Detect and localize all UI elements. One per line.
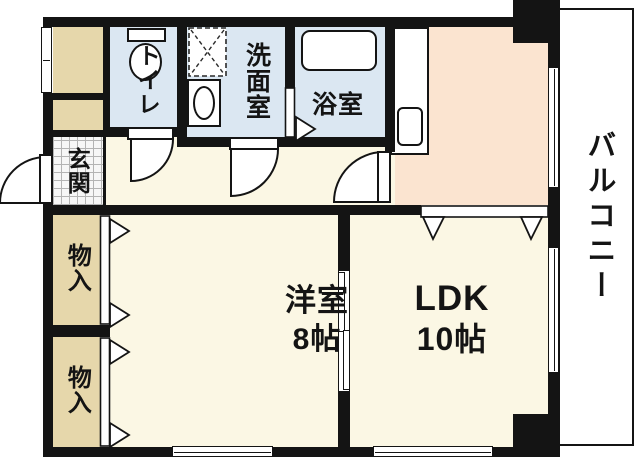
washing-machine-pan-cross: [190, 29, 225, 75]
bathroom-label: 浴室: [312, 91, 365, 119]
wall-pillar-bottom-right: [513, 414, 560, 457]
storage-door-arrow-icon: [109, 421, 131, 449]
wall-between-storages: [53, 325, 110, 337]
toilet-door-icon: [130, 138, 175, 183]
closet-top-left: [53, 27, 103, 93]
wall-bathroom-right: [385, 27, 395, 152]
wall-outer-left-a: [43, 17, 53, 27]
wall-closet-a-bottom: [53, 93, 103, 100]
sliding-door-panel-lower: [343, 330, 350, 390]
closet-top-left-lower: [53, 100, 103, 130]
ldk-floor: [350, 215, 548, 447]
storage-top-floor: [53, 215, 100, 325]
washbasin-bowl-icon: [193, 86, 215, 120]
western-room-floor: [110, 215, 338, 447]
wall-outer-top: [43, 17, 517, 27]
ldk-label: LDK 10帖: [397, 279, 507, 357]
bathroom-door-arrow-icon: [295, 115, 317, 143]
entrance-label: 玄関: [64, 147, 91, 195]
storage-door-arrow-icon: [109, 301, 131, 329]
storage-top-door-leaf: [99, 215, 111, 325]
washroom-door-icon: [230, 148, 280, 198]
washing-machine-pan-icon: [188, 27, 227, 77]
entrance-door-leaf: [39, 154, 53, 204]
window-ldk-bottom: [373, 446, 493, 457]
wall-western-ldk-a: [338, 215, 350, 270]
ldk-size: 10帖: [416, 320, 488, 357]
bathroom-door-leaf: [284, 87, 296, 138]
wall-outer-right-b: [548, 188, 560, 247]
sliding-door-western-ldk: [338, 270, 350, 392]
western-room-name: 洋室: [285, 283, 349, 318]
window-left-wall: [41, 27, 52, 93]
western-room-size: 8帖: [292, 323, 342, 357]
entrance-step-edge: [103, 137, 106, 205]
storage-bottom-label: 物入: [63, 365, 91, 415]
toilet-bowl-icon: [129, 43, 162, 81]
kitchen-door-icon: [332, 150, 385, 203]
washroom-door-leaf: [229, 137, 279, 150]
window-western-room-bottom: [172, 446, 273, 457]
ldk-opening-arrow-icon: [421, 216, 446, 242]
wall-outer-left-b: [43, 93, 53, 155]
wall-outer-right-a: [548, 17, 560, 67]
window-ldk-balcony: [548, 247, 559, 373]
wall-washroom-bathroom: [285, 27, 295, 88]
wall-hallway-bottom: [43, 205, 421, 215]
entrance-floor: [53, 137, 103, 205]
storage-door-arrow-icon: [109, 338, 131, 366]
wall-western-ldk-b: [338, 392, 350, 447]
ldk-name: LDK: [414, 279, 490, 318]
bathtub-icon: [301, 30, 377, 71]
storage-door-arrow-icon: [109, 217, 131, 245]
storage-bottom-door-leaf: [99, 337, 111, 447]
window-kitchen-balcony: [548, 67, 559, 188]
kitchen-sink-icon: [397, 107, 423, 146]
balcony-label: バルコニー: [582, 130, 615, 305]
wall-outer-bottom: [43, 447, 560, 457]
wall-outer-left-c: [43, 203, 53, 457]
sliding-door-panel-upper: [338, 272, 345, 332]
toilet-tank-icon: [127, 28, 166, 42]
wall-bathroom-bottom: [295, 137, 395, 147]
wall-closet-b-bottom: [53, 130, 103, 137]
washing-machine-pan-cross: [190, 29, 225, 75]
western-room-label: 洋室 8帖: [269, 283, 365, 357]
kitchen-ldk-opening: [420, 205, 549, 218]
toilet-label: トイレ: [134, 44, 161, 116]
ldk-opening-arrow-icon: [519, 216, 544, 242]
storage-top-label: 物入: [63, 243, 91, 293]
washroom-label: 洗面室: [242, 42, 271, 120]
storage-bottom-floor: [53, 337, 100, 447]
toilet-door-leaf: [127, 127, 174, 140]
wall-closet-toilet: [103, 27, 110, 137]
kitchen-door-leaf: [377, 151, 391, 203]
wall-toilet-washroom: [177, 27, 187, 137]
